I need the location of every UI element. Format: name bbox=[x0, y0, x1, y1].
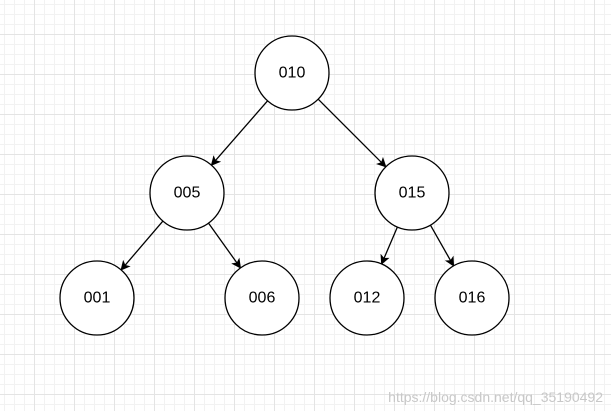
edge-005-to-001 bbox=[120, 220, 164, 271]
node-006[interactable]: 006 bbox=[224, 260, 300, 336]
edge-010-to-005 bbox=[210, 100, 269, 166]
node-001-label: 001 bbox=[84, 290, 111, 307]
node-006-label: 006 bbox=[249, 290, 276, 307]
edge-010-to-015 bbox=[317, 98, 387, 168]
node-001[interactable]: 001 bbox=[59, 260, 135, 336]
edge-015-to-016 bbox=[429, 224, 455, 267]
edges-group bbox=[120, 98, 455, 271]
node-015[interactable]: 015 bbox=[374, 155, 450, 231]
node-005-circle bbox=[149, 155, 225, 231]
node-015-label: 015 bbox=[399, 185, 426, 202]
node-010-circle bbox=[254, 35, 330, 111]
edge-015-to-012 bbox=[380, 226, 398, 265]
node-012-label: 012 bbox=[354, 290, 381, 307]
node-012-circle bbox=[329, 260, 405, 336]
node-016[interactable]: 016 bbox=[434, 260, 510, 336]
watermark-text: https://blog.csdn.net/qq_35190492 bbox=[388, 389, 603, 405]
node-010-label: 010 bbox=[279, 65, 306, 82]
node-016-label: 016 bbox=[459, 290, 486, 307]
node-015-circle bbox=[374, 155, 450, 231]
node-010[interactable]: 010 bbox=[254, 35, 330, 111]
node-006-circle bbox=[224, 260, 300, 336]
node-001-circle bbox=[59, 260, 135, 336]
node-005[interactable]: 005 bbox=[149, 155, 225, 231]
node-012[interactable]: 012 bbox=[329, 260, 405, 336]
node-005-label: 005 bbox=[174, 185, 201, 202]
edge-005-to-006 bbox=[207, 222, 242, 269]
node-016-circle bbox=[434, 260, 510, 336]
